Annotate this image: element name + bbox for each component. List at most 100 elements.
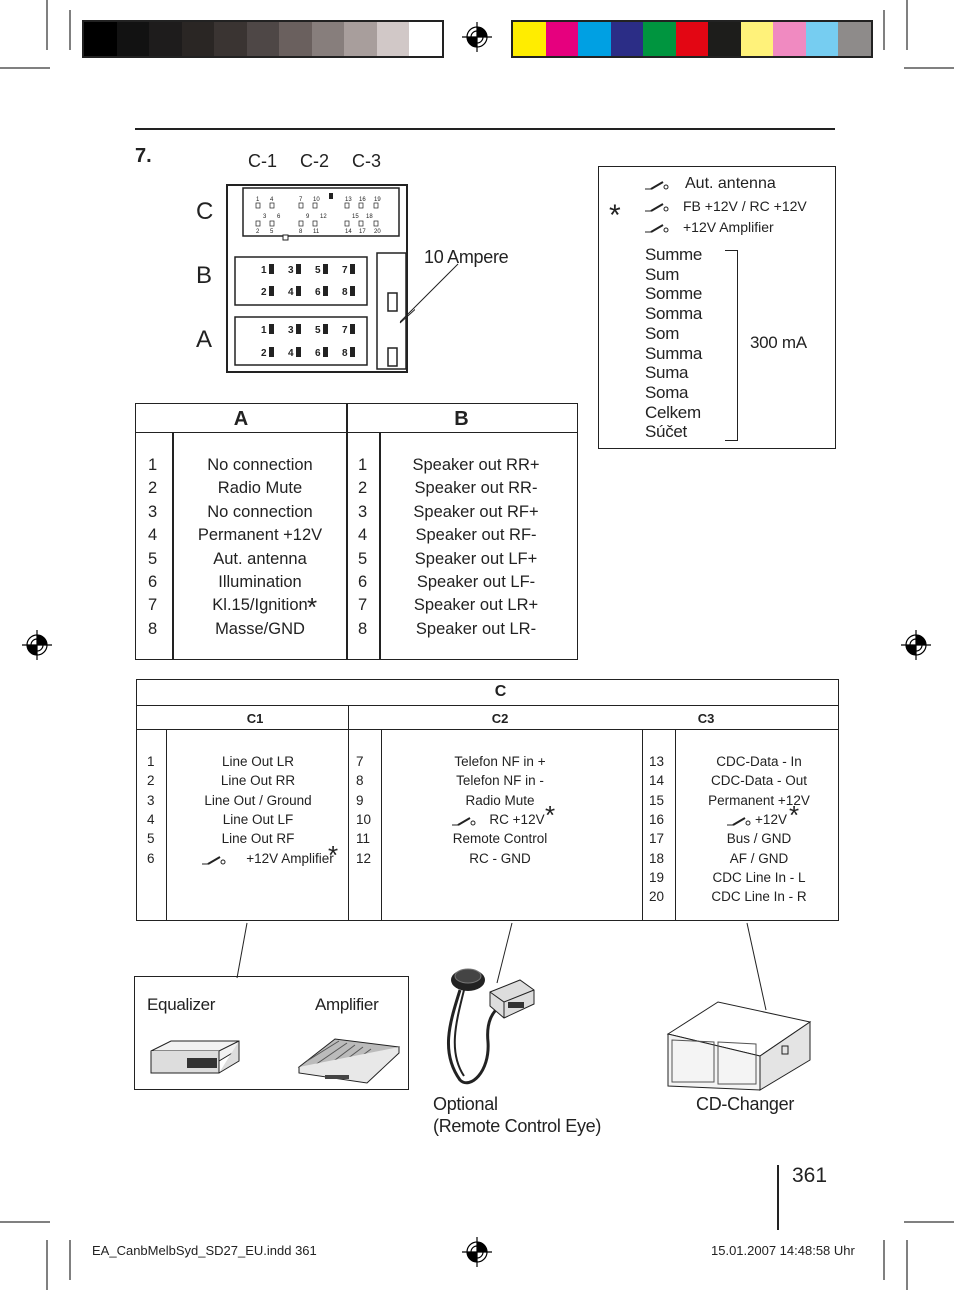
pin-label: 9 (306, 214, 310, 220)
pin-number: 3 (147, 792, 155, 808)
pin-number: 6 (358, 573, 368, 591)
signal-c2: RC - GND (469, 850, 531, 866)
pin-number: 3 (148, 502, 158, 521)
pin-label: 12 (320, 214, 327, 220)
pin-label: 16 (359, 197, 366, 203)
color-swatch (773, 22, 806, 56)
pin-label: 11 (313, 229, 320, 235)
legend-item-antenna: Aut. antenna (645, 175, 776, 193)
signal-a: Permanent +12V (197, 526, 323, 545)
footer-file: EA_CanbMelbSyd_SD27_EU.indd 361 (92, 1243, 317, 1258)
color-swatch (708, 22, 741, 56)
signal-c1: Line Out / Ground (204, 792, 312, 808)
signal-c1: Line Out RR (220, 773, 296, 789)
pin-label: 3 (263, 214, 267, 220)
header-c2: C2 (491, 711, 509, 726)
section-number: 7. (135, 145, 152, 167)
switch-icon (645, 181, 669, 190)
pin-label: 2 (261, 348, 267, 359)
pin-label: 4 (288, 287, 294, 298)
pin-label: 14 (345, 229, 352, 235)
pin-socket (358, 202, 364, 209)
pin-socket (296, 324, 301, 334)
label-row-a: A (196, 326, 213, 353)
pin-number: 9 (356, 792, 364, 808)
signal-a: Aut. antenna (213, 549, 307, 568)
switch-icon (452, 817, 476, 826)
signal-c3: +12V (755, 811, 787, 827)
legend-item-label: FB +12V / RC +12V (683, 198, 807, 214)
signal-a: Kl.15/Ignition (212, 596, 308, 615)
label-row-c: C (196, 198, 214, 225)
device-leader-lines (236, 922, 767, 1011)
amplifier-label: Amplifier (315, 995, 379, 1014)
signal-b: Speaker out RF+ (413, 502, 539, 521)
pin-socket (344, 220, 350, 227)
signal-c3: AF / GND (729, 850, 789, 866)
signal-b: Speaker out LR- (415, 619, 537, 638)
pin-number: 11 (356, 831, 371, 847)
gray-calibration-bar (82, 20, 444, 58)
signal-c3: Permanent +12V (708, 792, 810, 808)
cd-changer-icon (666, 1001, 812, 1091)
fuse-rating: 10 Ampere (424, 247, 509, 267)
pin-socket (312, 220, 318, 227)
signal-b: Speaker out LF+ (414, 549, 538, 568)
color-swatch (513, 22, 546, 56)
pin-socket (323, 286, 328, 296)
header-a: A (233, 408, 249, 430)
pin-label: 17 (359, 229, 366, 235)
pin-number: 7 (148, 596, 158, 615)
pin-label: 6 (315, 287, 321, 298)
color-swatch (279, 22, 312, 56)
pin-label: 2 (261, 287, 267, 298)
pin-number: 18 (649, 850, 665, 866)
equalizer-label: Equalizer (147, 995, 216, 1014)
signal-c2: Remote Control (452, 831, 548, 847)
sum-word: Summa (645, 343, 703, 363)
pin-label: 7 (342, 325, 348, 336)
color-swatch (409, 22, 442, 56)
pin-socket (269, 202, 275, 209)
switch-icon (202, 856, 226, 865)
signal-b: Speaker out RR+ (412, 456, 540, 474)
signal-c1: Line Out LR (221, 754, 295, 769)
color-swatch (805, 22, 839, 56)
legend-item-label: +12V Amplifier (683, 219, 774, 235)
pin-number: 7 (358, 596, 368, 615)
color-swatch (246, 22, 280, 56)
pin-socket (323, 324, 328, 334)
header-b: B (454, 408, 469, 430)
legend-box: * Aut. antenna FB +12V / RC +12V +12V Am… (598, 166, 836, 449)
pin-socket (350, 264, 355, 274)
pin-socket (350, 347, 355, 357)
sum-word: Soma (645, 382, 689, 402)
pin-label: 8 (342, 287, 348, 298)
pin-label: 5 (315, 265, 321, 276)
pin-label: 1 (261, 265, 267, 276)
signal-c3: CDC-Data - Out (710, 773, 808, 789)
pin-number: 10 (356, 811, 372, 827)
signal-c1: Line Out LF (222, 811, 294, 827)
header-rule (135, 128, 835, 130)
pin-number: 3 (358, 502, 368, 521)
sum-word: Suma (645, 363, 689, 383)
color-calibration-bar (511, 20, 873, 58)
equalizer-icon (150, 1040, 240, 1074)
signal-b: Speaker out LF- (416, 573, 536, 591)
pin-number: 8 (148, 619, 158, 638)
pin-label: 8 (299, 229, 303, 235)
signal-c3: CDC Line In - R (711, 889, 807, 905)
pin-label: 10 (313, 197, 320, 203)
signal-c1: +12V Amplifier (246, 850, 334, 866)
color-swatch (116, 22, 150, 56)
signal-a: Illumination (218, 573, 302, 591)
signal-c2: Telefon NF in + (454, 754, 546, 769)
pin-number: 4 (148, 526, 158, 545)
color-swatch (643, 22, 676, 56)
sum-word: Sum (645, 264, 680, 284)
legend-item-label: Aut. antenna (685, 175, 776, 192)
